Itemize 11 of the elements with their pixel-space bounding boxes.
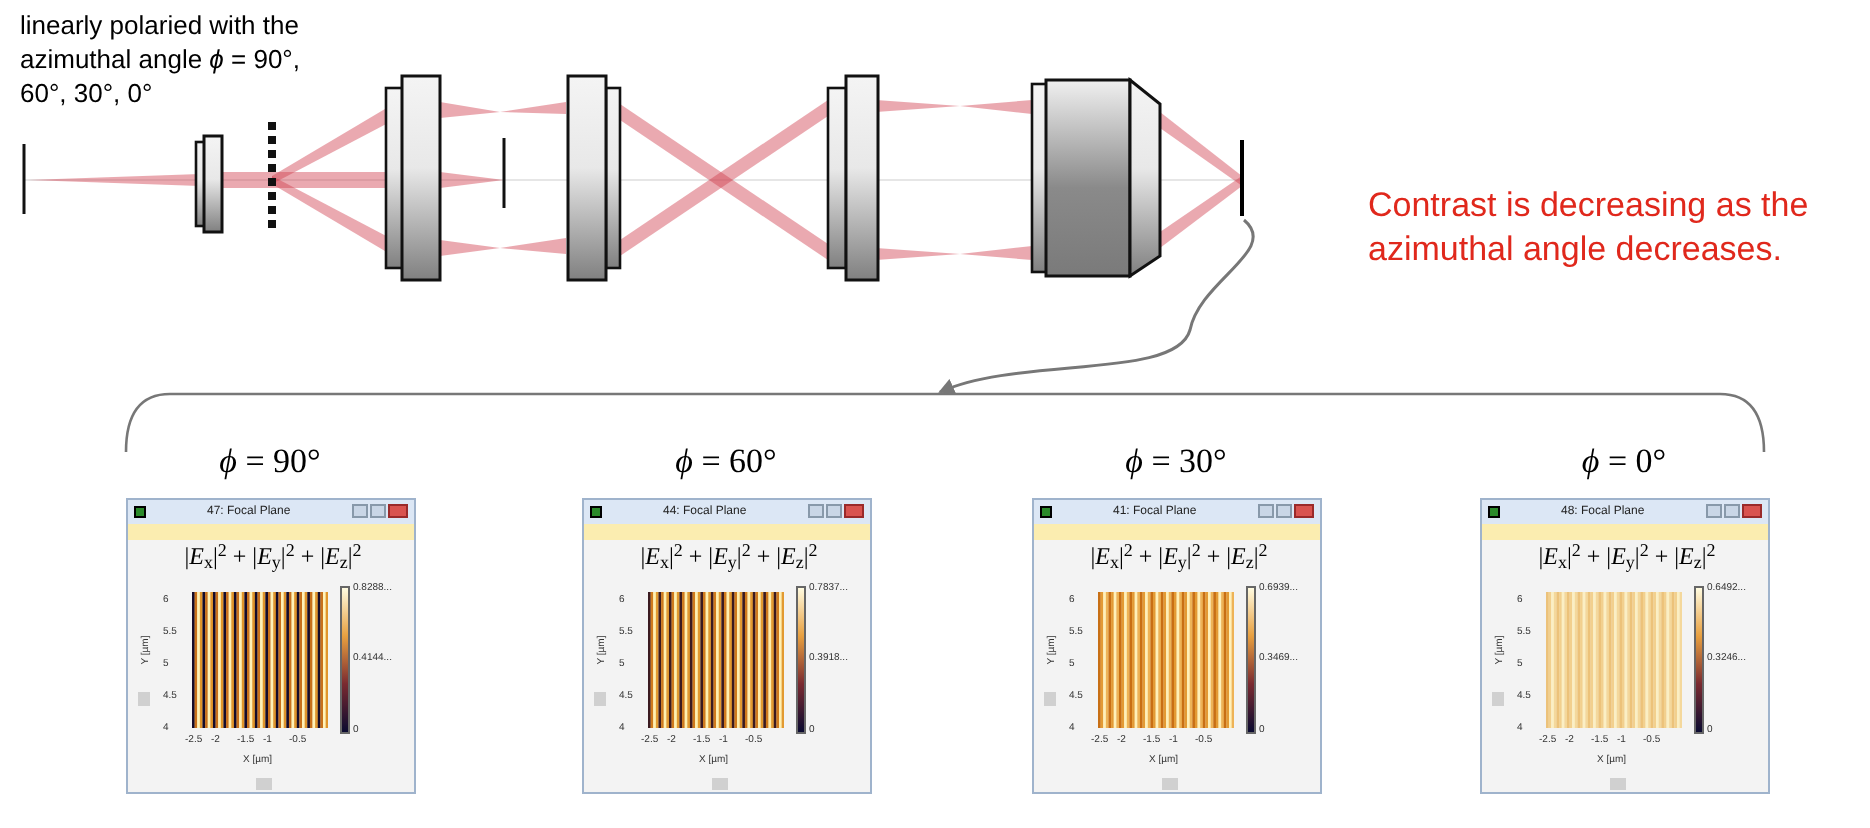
- curved-arrow: [938, 219, 1255, 395]
- formula: |E$_{x}$|$^{2}$ + |E$_{y}$|$^{2}$ + |E$_{z}$|$^{2}$: [1536, 542, 1718, 570]
- formula: |E$_{x}$|$^{2}$ + |E$_{y}$|$^{2}$ + |E$_{z}$|$^{2}$: [638, 542, 820, 570]
- formula: |E$_{x}$|$^{2}$ + |E$_{y}$|$^{2}$ + |E$_{z}$|$^{2}$: [182, 542, 364, 570]
- angle-label: ϕ = 60°: [675, 442, 777, 482]
- formula: |E$_{x}$|$^{2}$ + |E$_{y}$|$^{2}$ + |E$_{z}$|$^{2}$: [1088, 542, 1270, 570]
- angle-label: ϕ = 0°: [1581, 442, 1667, 482]
- contrast-note: Contrast is decreasing as the azimuthal angle decreases.: [1368, 184, 1811, 272]
- polarization-note: linearly polaried with the azimuthal angle ϕ = 90°, 60°, 30°, 0°: [20, 8, 302, 110]
- angle-label: ϕ = 30°: [1125, 442, 1227, 482]
- angle-label: ϕ = 90°: [219, 442, 321, 482]
